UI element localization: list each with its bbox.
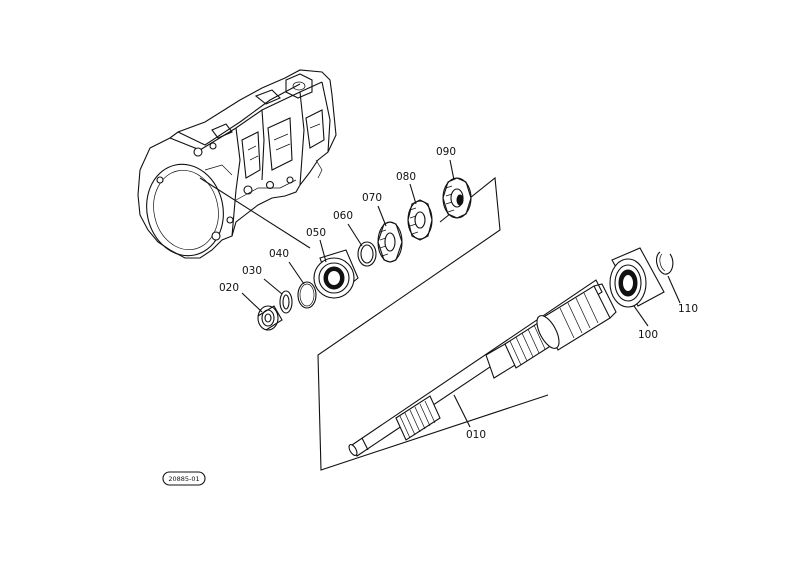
leader-housing-to-bearing bbox=[199, 177, 311, 249]
collar bbox=[279, 290, 293, 314]
label-050: 050 bbox=[306, 227, 326, 239]
reference-code: 20885-01 bbox=[168, 475, 199, 483]
label-070: 070 bbox=[362, 192, 382, 204]
label-110: 110 bbox=[678, 303, 698, 315]
label-020: 020 bbox=[219, 282, 239, 294]
spacer-ring bbox=[357, 241, 377, 267]
ball-bearing-front bbox=[313, 249, 359, 299]
label-030: 030 bbox=[242, 265, 262, 277]
label-090: 090 bbox=[436, 146, 456, 158]
label-060: 060 bbox=[333, 210, 353, 222]
leader-lines bbox=[241, 159, 681, 428]
assembly-bracket bbox=[317, 176, 549, 471]
transmission-housing bbox=[137, 69, 337, 259]
ball-bearing-rear bbox=[609, 247, 665, 308]
spur-gear-070 bbox=[377, 221, 403, 263]
snap-ring bbox=[655, 251, 674, 275]
reference-code-badge: 20885-01 bbox=[162, 471, 206, 486]
spur-gear-090 bbox=[442, 177, 472, 219]
spur-gear-080 bbox=[407, 199, 433, 241]
label-010: 010 bbox=[466, 429, 486, 441]
oil-seal bbox=[257, 305, 283, 331]
label-080: 080 bbox=[396, 171, 416, 183]
label-100: 100 bbox=[638, 329, 658, 341]
circlip bbox=[297, 281, 317, 309]
label-040: 040 bbox=[269, 248, 289, 260]
main-shaft bbox=[348, 279, 617, 457]
